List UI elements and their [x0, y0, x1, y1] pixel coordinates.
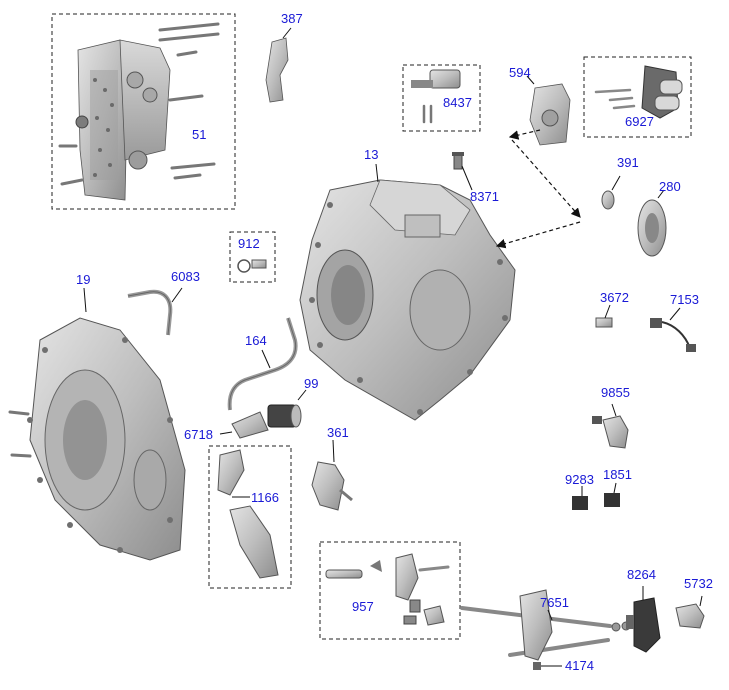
- part-280-differential-bearing: [637, 189, 667, 257]
- part-3672-sensor: [595, 304, 613, 328]
- part-13-transmission-case: [299, 163, 516, 421]
- part-1166-heat-shields: [217, 449, 279, 579]
- part-164-cooler-tube: [227, 317, 298, 411]
- callout-51: 51: [192, 127, 207, 142]
- callout-594: 594: [509, 65, 531, 80]
- callout-1166: 1166: [251, 490, 279, 505]
- callout-7153: 7153: [670, 292, 699, 307]
- part-594-cover-plate: [526, 75, 571, 146]
- part-6927-solenoid-pack: [594, 65, 683, 119]
- group-box-8437: [402, 64, 481, 132]
- part-7651-manual-shaft: [460, 589, 631, 661]
- callout-391: 391: [617, 155, 639, 170]
- callout-9855: 9855: [601, 385, 630, 400]
- callout-164: 164: [245, 333, 267, 348]
- group-box-51: [51, 13, 236, 210]
- callout-4174: 4174: [565, 658, 594, 673]
- callout-1851: 1851: [603, 467, 632, 482]
- group-box-957: [319, 541, 461, 640]
- part-6718-bracket: [219, 411, 269, 439]
- callout-280: 280: [659, 179, 681, 194]
- callout-6927: 6927: [625, 114, 654, 129]
- callout-957: 957: [352, 599, 374, 614]
- part-387-shift-fork: [265, 27, 292, 103]
- part-8437-solenoid: [411, 69, 461, 124]
- group-box-6927: [583, 56, 692, 138]
- callout-6718: 6718: [184, 427, 213, 442]
- callout-19: 19: [76, 272, 91, 287]
- part-4174-pin: [533, 662, 562, 670]
- callout-8264: 8264: [627, 567, 656, 582]
- part-5732-lever: [675, 595, 705, 629]
- callout-361: 361: [327, 425, 349, 440]
- callout-912: 912: [238, 236, 260, 251]
- part-391-seal: [601, 175, 621, 210]
- part-51-valve-body: [58, 22, 220, 201]
- callout-6083: 6083: [171, 269, 200, 284]
- part-9283-sensor: [572, 486, 588, 510]
- part-8264-range-sensor: [626, 586, 661, 653]
- callout-7651: 7651: [540, 595, 569, 610]
- part-1851-sensor: [604, 482, 620, 507]
- part-99-filter: [267, 389, 307, 428]
- callout-9283: 9283: [565, 472, 594, 487]
- part-7153-harness-sensor: [650, 307, 696, 352]
- callout-5732: 5732: [684, 576, 713, 591]
- part-957-detent-kit: [325, 553, 450, 626]
- part-19-converter-housing: [8, 287, 186, 561]
- part-8371-sensor: [452, 152, 473, 191]
- callout-8371: 8371: [470, 189, 499, 204]
- callout-99: 99: [304, 376, 319, 391]
- part-6083-tube: [127, 287, 183, 336]
- group-box-912: [229, 231, 276, 283]
- callout-387: 387: [281, 11, 303, 26]
- callout-8437: 8437: [443, 95, 472, 110]
- part-9855-connector: [592, 403, 629, 449]
- callout-3672: 3672: [600, 290, 629, 305]
- arrows-case-to-cover: [495, 129, 581, 249]
- part-912-pin: [237, 259, 267, 273]
- callout-13: 13: [364, 147, 379, 162]
- part-361-shield: [311, 439, 353, 511]
